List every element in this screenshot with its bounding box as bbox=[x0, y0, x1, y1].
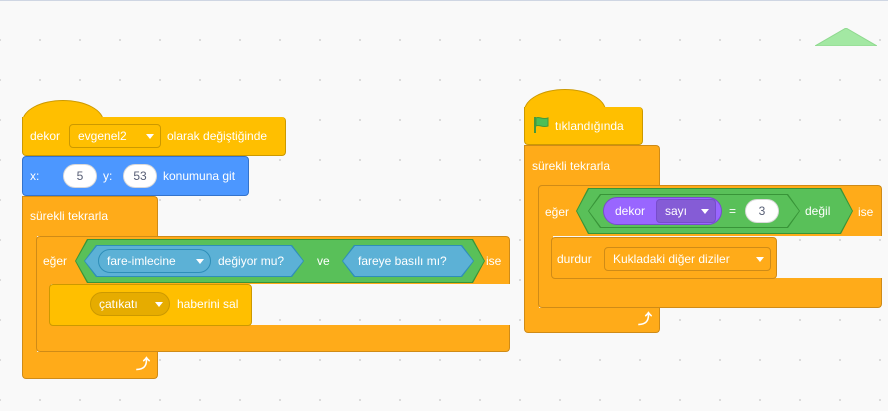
x-label: x: bbox=[30, 169, 40, 183]
hat-suffix-label: olarak değiştiğinde bbox=[167, 129, 268, 143]
and-operator[interactable]: fare-imlecine değiyor mu? ve fareye bası… bbox=[75, 239, 485, 283]
green-flag-icon bbox=[534, 116, 549, 133]
stop-option-value: Kukladaki diğer diziler bbox=[613, 252, 730, 266]
y-value: 53 bbox=[133, 169, 147, 183]
hat-dekor-label: dekor bbox=[30, 129, 61, 143]
y-label: y: bbox=[103, 169, 113, 183]
broadcast-suffix-label: haberini sal bbox=[177, 297, 239, 311]
flag-clicked-label: tıklandığında bbox=[555, 119, 624, 133]
stop-label: durdur bbox=[557, 252, 592, 266]
forever-label: sürekli tekrarla bbox=[30, 209, 109, 223]
backdrop-number-dropdown-value: sayı bbox=[665, 204, 688, 218]
y-input[interactable]: 53 bbox=[123, 164, 157, 188]
goto-suffix-label: konumuna git bbox=[163, 169, 236, 183]
equals-label: = bbox=[729, 204, 737, 218]
x-value: 5 bbox=[76, 169, 84, 183]
if-then-bottom bbox=[36, 325, 510, 352]
forever-top[interactable]: sürekli tekrarla bbox=[524, 145, 660, 186]
go-to-xy-block[interactable]: x: 5 y: 53 konumuna git bbox=[22, 156, 249, 196]
forever-bottom: ⤴ bbox=[22, 352, 158, 379]
if-then-left-arm bbox=[538, 235, 553, 279]
equals-operator[interactable]: dekor sayı = 3 bbox=[588, 194, 800, 228]
then-label: ise bbox=[858, 205, 874, 219]
broadcast-block[interactable]: çatıkatı haberini sal bbox=[49, 284, 252, 326]
loop-arrow-icon: ⤴ bbox=[136, 356, 150, 372]
compare-value-input[interactable]: 3 bbox=[745, 199, 779, 223]
if-then-bottom bbox=[538, 278, 882, 308]
touching-dropdown-value: fare-imlecine bbox=[107, 254, 176, 268]
stop-option-dropdown[interactable]: Kukladaki diğer diziler bbox=[604, 247, 771, 271]
touching-mouse-pointer-block[interactable]: fare-imlecine değiyor mu? bbox=[84, 245, 304, 277]
if-label: eğer bbox=[43, 254, 68, 268]
if-then-top[interactable]: eğer fare-imlecine değiyor mu? ve bbox=[36, 236, 510, 284]
mouse-down-label: fareye basılı mı? bbox=[358, 254, 447, 268]
then-label: ise bbox=[486, 254, 502, 268]
backdrop-number-label: dekor bbox=[615, 204, 646, 218]
forever-left-arm bbox=[22, 235, 37, 353]
not-operator[interactable]: dekor sayı = 3 değil bbox=[576, 188, 853, 234]
when-flag-clicked-block[interactable]: tıklandığında bbox=[524, 107, 643, 145]
touching-suffix-label: değiyor mu? bbox=[218, 254, 285, 268]
forever-bottom: ⤴ bbox=[524, 308, 660, 333]
and-label: ve bbox=[317, 254, 330, 268]
x-input[interactable]: 5 bbox=[63, 164, 97, 188]
zoom-triangle-icon[interactable] bbox=[815, 28, 877, 46]
if-then-left-arm bbox=[36, 283, 51, 326]
backdrop-dropdown[interactable]: evgenel2 bbox=[69, 124, 161, 148]
not-label: değil bbox=[805, 204, 831, 218]
loop-arrow-icon: ⤴ bbox=[638, 311, 652, 327]
broadcast-message-dropdown[interactable]: çatıkatı bbox=[90, 292, 170, 316]
compare-value: 3 bbox=[758, 204, 766, 218]
if-then-top[interactable]: eğer dekor sayı = bbox=[538, 185, 882, 236]
forever-left-arm bbox=[524, 185, 539, 309]
mouse-down-block[interactable]: fareye basılı mı? bbox=[342, 245, 474, 277]
touching-dropdown[interactable]: fare-imlecine bbox=[98, 249, 211, 273]
stop-block[interactable]: durdur Kukladaki diğer diziler bbox=[551, 237, 777, 279]
backdrop-number-reporter[interactable]: dekor sayı bbox=[603, 197, 722, 225]
when-backdrop-switches-block[interactable]: dekor evgenel2 olarak değiştiğinde bbox=[22, 117, 286, 156]
backdrop-number-dropdown[interactable]: sayı bbox=[656, 199, 716, 223]
backdrop-dropdown-value: evgenel2 bbox=[78, 129, 127, 143]
forever-top[interactable]: sürekli tekrarla bbox=[22, 196, 158, 236]
forever-label: sürekli tekrarla bbox=[532, 159, 611, 173]
if-label: eğer bbox=[545, 205, 570, 219]
broadcast-message-value: çatıkatı bbox=[99, 297, 138, 311]
